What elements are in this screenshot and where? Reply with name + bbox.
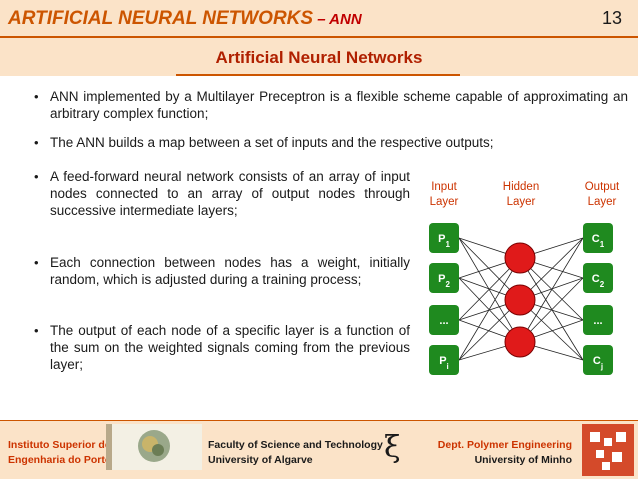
xi-symbol: ξ	[384, 430, 401, 465]
input-layer-label: Input Layer	[420, 180, 468, 210]
footer-left-line: Instituto Superior de	[8, 439, 111, 451]
output-node-label: Cj	[593, 355, 603, 371]
input-node-label: Pi	[439, 355, 449, 371]
header-divider	[0, 36, 638, 38]
footer-right-line: University of Minho	[474, 454, 572, 466]
hidden-node	[504, 326, 536, 358]
hidden-layer-label: Hidden Layer	[496, 180, 546, 210]
input-node	[429, 263, 459, 293]
input-node-subscript: i	[447, 362, 449, 371]
hidden-node	[504, 242, 536, 274]
bullet-item: Each connection between nodes has a weig…	[34, 254, 410, 288]
isep-logo	[106, 424, 202, 470]
footer-center-line: University of Algarve	[208, 454, 313, 466]
output-layer-label-line: Output	[584, 181, 620, 193]
output-node	[583, 263, 613, 293]
hidden-layer-label-line: Layer	[506, 196, 536, 208]
connection-line	[458, 257, 521, 361]
footer-institution-right: Dept. Polymer Engineering University of …	[438, 438, 572, 468]
connection-line	[519, 237, 584, 343]
output-node	[583, 223, 613, 253]
bullet-item: A feed-forward neural network consists o…	[34, 168, 410, 219]
input-node	[429, 305, 459, 335]
hidden-layer-label-line: Hidden	[502, 181, 540, 193]
output-node-label: ...	[593, 315, 602, 327]
output-node-subscript: 1	[600, 240, 605, 249]
bullet-item: The ANN builds a map between a set of in…	[34, 134, 628, 151]
output-layer-label: Output Layer	[574, 180, 630, 210]
uminho-logo-icon	[582, 424, 634, 476]
input-layer-label-line: Layer	[429, 196, 459, 208]
bullet-item: The output of each node of a specific la…	[34, 322, 410, 373]
subtitle-underline	[176, 74, 460, 76]
footer-institution-center: Faculty of Science and Technology Univer…	[208, 438, 383, 468]
isep-logo-icon	[106, 424, 170, 470]
footer-institution-left: Instituto Superior de Engenharia do Port…	[8, 438, 111, 468]
header-title-text: ARTIFICIAL NEURAL NETWORKS	[8, 8, 314, 29]
footer-right-line: Dept. Polymer Engineering	[437, 439, 572, 451]
neural-network-diagram: Input Layer Hidden Layer Output Layer P1…	[400, 170, 638, 390]
footer-divider	[0, 420, 638, 421]
input-node-subscript: 2	[445, 280, 450, 289]
header-band	[0, 0, 638, 76]
input-node-subscript: 1	[445, 240, 450, 249]
output-layer-label-line: Layer	[587, 196, 617, 208]
slide-number: 13	[601, 8, 622, 28]
header-title-suffix: – ANN	[313, 11, 362, 28]
bullet-item: ANN implemented by a Multilayer Preceptr…	[34, 88, 628, 122]
footer-center-line: Faculty of Science and Technology	[208, 439, 383, 451]
input-layer-label-line: Input	[431, 181, 457, 193]
output-node-subscript: 2	[600, 280, 605, 289]
connection-line	[458, 237, 521, 343]
input-node	[429, 345, 459, 375]
slide-header-title: ARTIFICIAL NEURAL NETWORKS – ANN	[8, 8, 362, 30]
connection-line	[519, 257, 584, 361]
hidden-node	[504, 284, 536, 316]
slide-subtitle: Artificial Neural Networks	[215, 48, 423, 67]
output-node	[583, 305, 613, 335]
input-node	[429, 223, 459, 253]
footer-left-line: Engenharia do Porto	[8, 454, 112, 466]
output-node-subscript: j	[600, 362, 603, 371]
uminho-logo	[582, 424, 634, 476]
output-node	[583, 345, 613, 375]
input-node-label: ...	[439, 315, 448, 327]
